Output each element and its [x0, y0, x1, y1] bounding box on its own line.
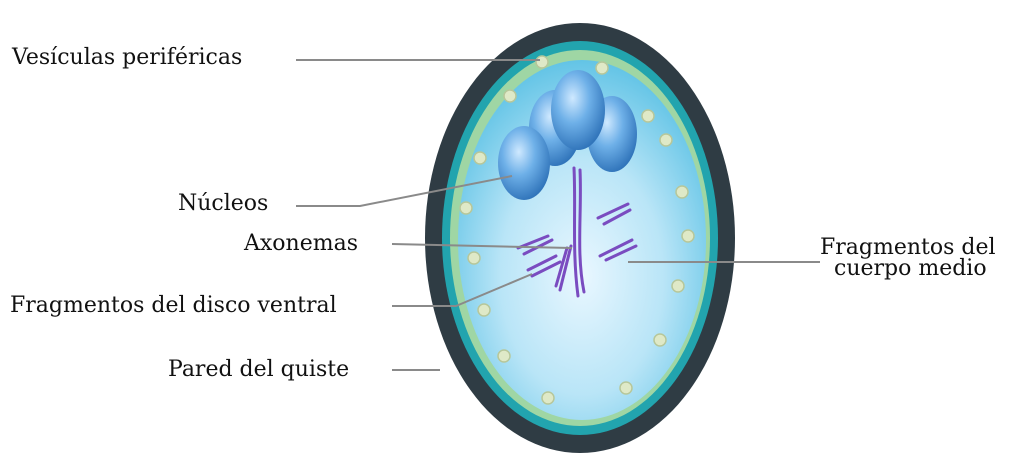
vesicle	[672, 280, 684, 292]
vesicle	[676, 186, 688, 198]
vesicle	[642, 110, 654, 122]
vesicle	[460, 202, 472, 214]
label-vesiculas-perifericas: Vesículas periféricas	[12, 46, 242, 70]
vesicle	[474, 152, 486, 164]
vesicle	[504, 90, 516, 102]
vesicle	[498, 350, 510, 362]
label-axonemas: Axonemas	[244, 232, 358, 256]
label-fragmentos-disco-ventral: Fragmentos del disco ventral	[10, 294, 337, 318]
vesicle	[620, 382, 632, 394]
vesicle	[596, 62, 608, 74]
nucleus	[498, 126, 550, 200]
vesicle	[542, 392, 554, 404]
label-fragmentos-cuerpo-medio-line2: cuerpo medio	[834, 257, 987, 281]
vesicle	[468, 252, 480, 264]
label-pared-del-quiste: Pared del quiste	[168, 358, 349, 382]
vesicle	[536, 56, 548, 68]
vesicle	[682, 230, 694, 242]
vesicle	[654, 334, 666, 346]
vesicle	[478, 304, 490, 316]
label-nucleos: Núcleos	[178, 192, 268, 216]
vesicle	[660, 134, 672, 146]
nucleus	[551, 70, 605, 150]
